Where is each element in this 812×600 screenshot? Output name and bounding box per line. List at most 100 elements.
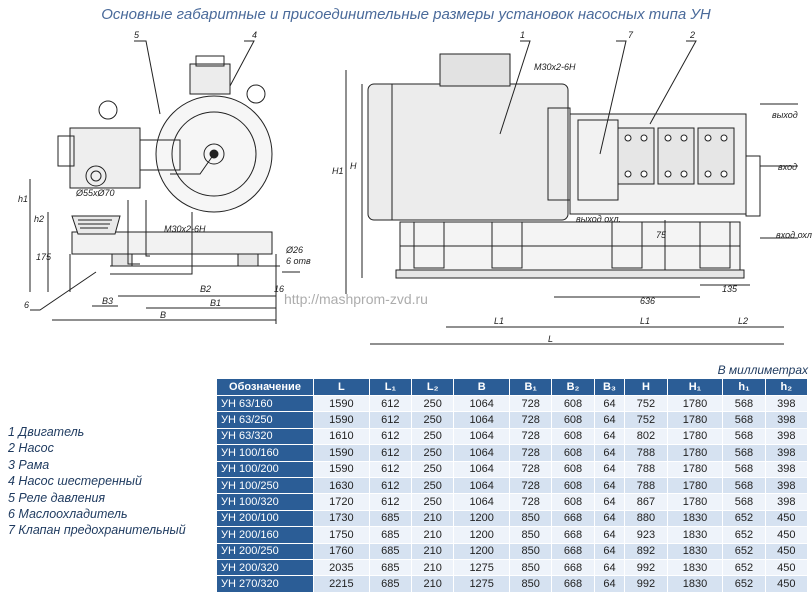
value-cell: 568 xyxy=(722,460,766,478)
value-cell: 728 xyxy=(509,460,553,478)
value-cell: 1275 xyxy=(453,558,511,577)
value-cell: 668 xyxy=(551,526,595,544)
designation-cell: УН 63/320 xyxy=(216,427,314,446)
value-cell: 608 xyxy=(551,444,595,462)
callout-5: 5 xyxy=(134,30,140,40)
value-cell: 892 xyxy=(624,542,668,560)
designation-cell: УН 63/250 xyxy=(216,411,314,429)
callout-4: 4 xyxy=(252,30,257,40)
designation-cell: УН 100/250 xyxy=(216,476,314,495)
designation-cell: УН 100/320 xyxy=(216,493,314,511)
dim-b2: B2 xyxy=(200,284,211,294)
value-cell: 250 xyxy=(411,460,455,478)
value-cell: 450 xyxy=(764,509,809,528)
value-cell: 728 xyxy=(509,444,553,462)
value-cell: 210 xyxy=(411,542,455,560)
value-cell: 1064 xyxy=(453,427,511,446)
value-cell: 728 xyxy=(509,411,553,429)
column-header: L₂ xyxy=(411,378,455,396)
column-header: B₂ xyxy=(551,378,595,396)
value-cell: 250 xyxy=(411,476,455,495)
value-cell: 685 xyxy=(368,526,413,544)
value-cell: 250 xyxy=(411,411,455,429)
value-cell: 608 xyxy=(551,427,595,446)
legend-item: 1 Двигатель xyxy=(8,425,85,439)
column-header: h₁ xyxy=(722,378,766,396)
column-header: B₁ xyxy=(509,378,553,396)
value-cell: 1064 xyxy=(453,411,511,429)
value-cell: 1590 xyxy=(313,444,370,462)
value-cell: 1830 xyxy=(666,526,724,544)
value-cell: 850 xyxy=(509,575,553,593)
value-cell: 652 xyxy=(722,526,766,544)
dim-L: L xyxy=(548,334,553,344)
value-cell: 1760 xyxy=(313,542,370,560)
dim-L2: L2 xyxy=(738,316,748,326)
value-cell: 1780 xyxy=(666,493,724,511)
dim-b3: B3 xyxy=(102,296,113,306)
value-cell: 398 xyxy=(764,444,809,462)
value-cell: 1780 xyxy=(666,476,724,495)
value-cell: 450 xyxy=(764,542,809,560)
value-cell: 788 xyxy=(624,476,668,495)
inlet-label: вход xyxy=(778,162,797,172)
value-cell: 1630 xyxy=(313,476,370,495)
value-cell: 1200 xyxy=(453,509,511,528)
legend-item: 5 Реле давления xyxy=(8,490,106,505)
designation-cell: УН 200/100 xyxy=(216,509,314,528)
value-cell: 450 xyxy=(764,526,809,544)
oil-out-label: выход охл. xyxy=(576,214,621,224)
value-cell: 608 xyxy=(551,493,595,511)
value-cell: 1730 xyxy=(313,509,370,528)
dim-b: B xyxy=(160,310,166,320)
value-cell: 398 xyxy=(764,427,809,446)
value-cell: 568 xyxy=(722,444,766,462)
value-cell: 608 xyxy=(551,460,595,478)
value-cell: 398 xyxy=(764,476,809,495)
value-cell: 250 xyxy=(411,444,455,462)
value-cell: 398 xyxy=(764,460,809,478)
value-cell: 652 xyxy=(722,558,766,577)
value-cell: 64 xyxy=(593,542,626,560)
designation-cell: УН 100/160 xyxy=(216,444,314,462)
thread-left-label: M30x2-6H xyxy=(164,224,206,234)
pipe-diam-label: Ø55xØ70 xyxy=(75,188,115,198)
value-cell: 992 xyxy=(624,558,668,577)
dim-175: 175 xyxy=(36,252,52,262)
value-cell: 1780 xyxy=(666,444,724,462)
designation-cell: УН 200/160 xyxy=(216,526,314,544)
dim-H: H xyxy=(350,161,357,171)
designation-cell: УН 200/320 xyxy=(216,558,314,577)
value-cell: 1200 xyxy=(453,526,511,544)
value-cell: 450 xyxy=(764,575,809,593)
value-cell: 728 xyxy=(509,493,553,511)
thread-right-label: M30x2-6H xyxy=(534,62,576,72)
value-cell: 685 xyxy=(368,558,413,577)
value-cell: 568 xyxy=(722,476,766,495)
value-cell: 788 xyxy=(624,444,668,462)
value-cell: 1750 xyxy=(313,526,370,544)
value-cell: 668 xyxy=(551,558,595,577)
value-cell: 210 xyxy=(411,575,455,593)
dim-h1: h1 xyxy=(18,194,28,204)
value-cell: 1064 xyxy=(453,460,511,478)
dim-L1-a: L1 xyxy=(494,316,504,326)
value-cell: 250 xyxy=(411,493,455,511)
value-cell: 652 xyxy=(722,509,766,528)
page-title: Основные габаритные и присоединительные … xyxy=(101,6,711,23)
legend-item: 7 Клапан предохранительный xyxy=(8,523,186,538)
value-cell: 398 xyxy=(764,493,809,511)
parts-legend: 1 Двигатель 2 Насос 3 Рама 4 Насос шесте… xyxy=(8,424,186,539)
value-cell: 685 xyxy=(368,575,413,593)
value-cell: 1830 xyxy=(666,558,724,577)
value-cell: 568 xyxy=(722,427,766,446)
value-cell: 2035 xyxy=(313,558,370,577)
